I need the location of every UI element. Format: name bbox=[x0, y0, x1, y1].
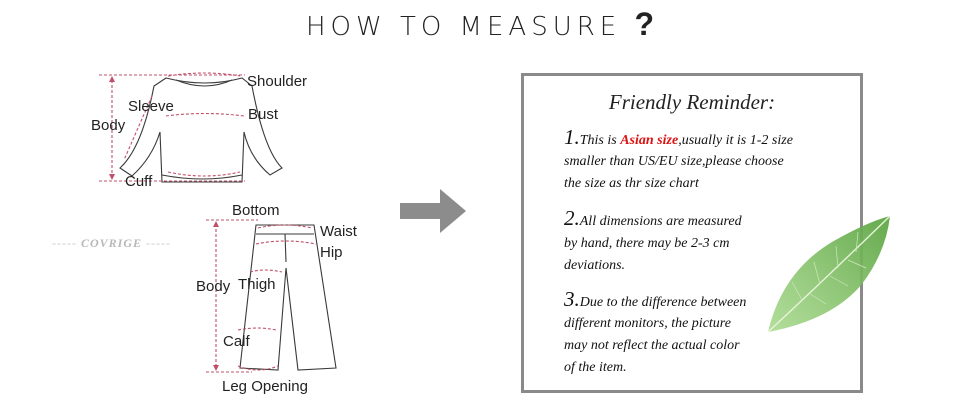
shoulder-label: Shoulder bbox=[247, 73, 308, 90]
bottom-garment-diagram bbox=[206, 219, 337, 373]
waist-label: Waist bbox=[320, 223, 357, 240]
friendly-reminder-box: Friendly Reminder: 1.This is Asian size,… bbox=[521, 73, 863, 393]
title-text: HOW TO MEASURE bbox=[305, 12, 622, 42]
bottom-body-label: Body bbox=[196, 278, 231, 295]
reminder-item-3: 3.Due to the difference between bbox=[564, 287, 747, 311]
reminder-item-2-line2: by hand, there may be 2-3 cm bbox=[564, 236, 730, 251]
arrow-right-icon bbox=[400, 189, 466, 233]
reminder-item-2: 2.All dimensions are measured bbox=[564, 206, 742, 230]
reminder-title: Friendly Reminder: bbox=[608, 90, 776, 114]
cuff-label: Cuff bbox=[125, 173, 153, 190]
brand-watermark: ----- COVRIGE ----- bbox=[52, 236, 171, 250]
question-mark: ? bbox=[634, 6, 655, 42]
reminder-item-1: 1.This is Asian size,usually it is 1-2 s… bbox=[564, 125, 793, 149]
thigh-label: Thigh bbox=[238, 276, 276, 293]
reminder-item-3-line2: different monitors, the picture bbox=[564, 316, 731, 331]
top-garment-diagram bbox=[99, 72, 283, 183]
reminder-item-1-line3: the size as thr size chart bbox=[564, 176, 699, 191]
reminder-item-1-line2: smaller than US/EU size,please choose bbox=[564, 154, 784, 169]
top-body-label: Body bbox=[91, 117, 126, 134]
reminder-item-3-line3: may not reflect the actual color bbox=[564, 338, 740, 353]
bust-label: Bust bbox=[248, 106, 279, 123]
brand-name: COVRIGE bbox=[80, 236, 143, 250]
reminder-item-2-line3: deviations. bbox=[564, 258, 626, 273]
page-title: HOW TO MEASURE ? bbox=[0, 6, 960, 43]
bottom-label: Bottom bbox=[232, 202, 280, 219]
asian-size-highlight: Asian size bbox=[620, 133, 679, 148]
hip-label: Hip bbox=[320, 244, 343, 261]
leaf-icon bbox=[767, 215, 891, 333]
leg-opening-label: Leg Opening bbox=[222, 378, 308, 395]
calf-label: Calf bbox=[223, 333, 250, 350]
sleeve-label: Sleeve bbox=[128, 98, 174, 115]
reminder-item-3-line4: of the item. bbox=[564, 360, 627, 375]
